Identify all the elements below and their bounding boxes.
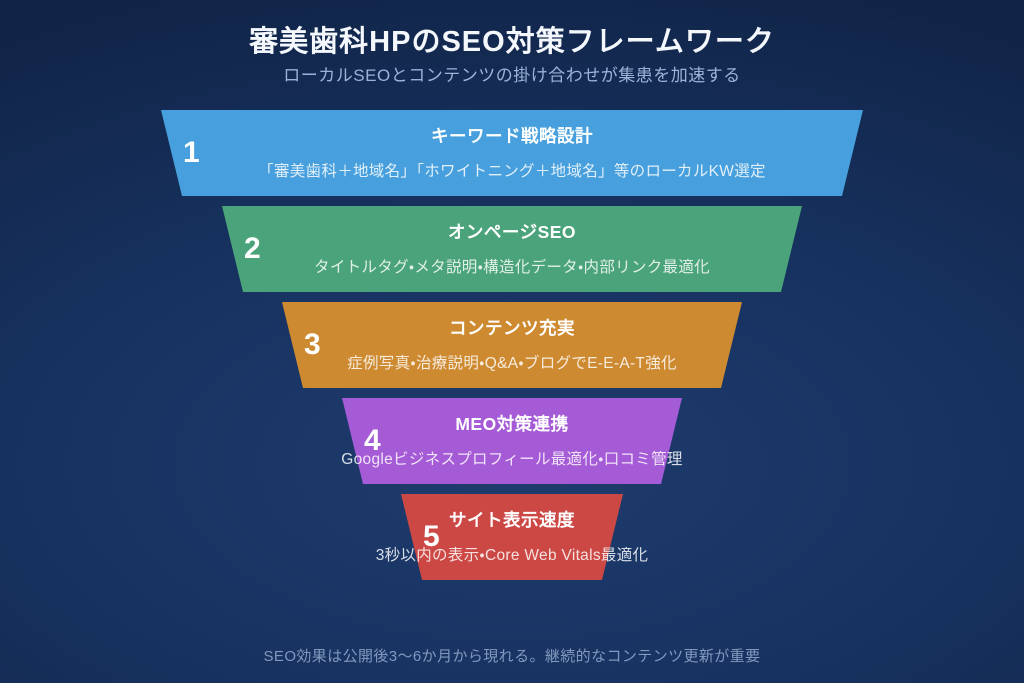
funnel-level-2-number: 2 xyxy=(244,232,261,265)
funnel-level-1-text: キーワード戦略設計 「審美歯科＋地域名」「ホワイトニング＋地域名」等のローカルK… xyxy=(0,110,1024,181)
funnel-level-3-description: 症例写真・治療説明・Q&A・ブログでE-E-A-T強化 xyxy=(347,355,677,372)
funnel-level-5-description: 3秒以内の表示・Core Web Vitals最適化 xyxy=(375,547,649,564)
funnel-level-1-trapezoid xyxy=(161,110,863,196)
funnel-level-3-text: コンテンツ充実 症例写真・治療説明・Q&A・ブログでE-E-A-T強化 xyxy=(0,302,1024,373)
funnel-level-5-number: 5 xyxy=(423,520,440,553)
funnel-level-2-text: オンページSEO タイトルタグ・メタ説明・構造化データ・内部リンク最適化 xyxy=(0,206,1024,277)
funnel-level-4-number: 4 xyxy=(364,424,381,457)
funnel-level-2-description: タイトルタグ・メタ説明・構造化データ・内部リンク最適化 xyxy=(314,259,710,276)
funnel-level-1-title: キーワード戦略設計 xyxy=(431,126,593,146)
funnel-level-2: 2 オンページSEO タイトルタグ・メタ説明・構造化データ・内部リンク最適化 xyxy=(0,206,1024,292)
funnel-level-3-title: コンテンツ充実 xyxy=(449,318,575,338)
funnel-level-1: 1 キーワード戦略設計 「審美歯科＋地域名」「ホワイトニング＋地域名」等のローカ… xyxy=(0,110,1024,196)
funnel-level-3: 3 コンテンツ充実 症例写真・治療説明・Q&A・ブログでE-E-A-T強化 xyxy=(0,302,1024,388)
funnel-level-4-title: MEO対策連携 xyxy=(455,414,569,434)
funnel-level-4: 4 MEO対策連携 Googleビジネスプロフィール最適化・口コミ管理 xyxy=(0,398,1024,484)
funnel-level-5: 5 サイト表示速度 3秒以内の表示・Core Web Vitals最適化 xyxy=(0,494,1024,580)
funnel-level-5-trapezoid xyxy=(401,494,623,580)
funnel-level-1-description: 「審美歯科＋地域名」「ホワイトニング＋地域名」等のローカルKW選定 xyxy=(258,163,766,180)
funnel-level-1-number: 1 xyxy=(183,136,200,169)
page-title: 審美歯科HPのSEO対策フレームワーク xyxy=(249,26,775,58)
funnel-level-4-description: Googleビジネスプロフィール最適化・口コミ管理 xyxy=(341,451,683,468)
funnel-level-3-trapezoid xyxy=(282,302,742,388)
funnel-level-4-trapezoid xyxy=(342,398,682,484)
funnel-level-3-number: 3 xyxy=(304,328,321,361)
page-subtitle: ローカルSEOとコンテンツの掛け合わせが集患を加速する xyxy=(283,66,741,85)
funnel-level-2-trapezoid xyxy=(222,206,802,292)
funnel-level-2-title: オンページSEO xyxy=(447,222,577,242)
footer-note: SEO効果は公開後3〜6か月から現れる。継続的なコンテンツ更新が重要 xyxy=(263,648,761,665)
funnel-level-5-title: サイト表示速度 xyxy=(449,510,575,530)
funnel-level-4-text: MEO対策連携 Googleビジネスプロフィール最適化・口コミ管理 xyxy=(0,398,1024,469)
funnel-level-5-text: サイト表示速度 3秒以内の表示・Core Web Vitals最適化 xyxy=(0,494,1024,565)
